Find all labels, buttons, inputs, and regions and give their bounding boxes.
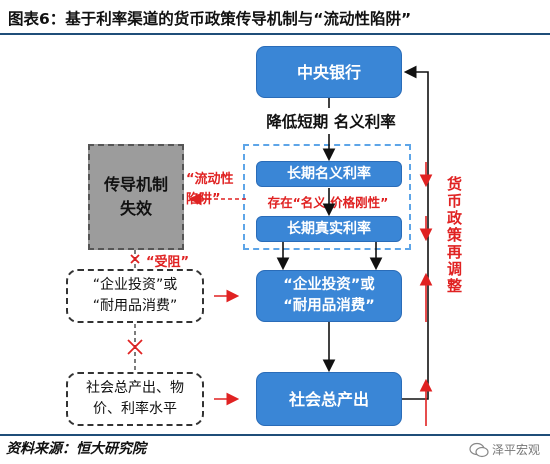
page-title: 图表6：基于利率渠道的货币政策传导机制与“流动性陷阱”	[8, 10, 412, 28]
blocked-label: “受阻”	[146, 255, 190, 270]
investment-consumption-blocked-box: “企业投资”或 “耐用品消费”	[66, 269, 204, 323]
rigidity-note: 存在“名义 价格刚性”	[267, 195, 389, 210]
source-note: 资料来源：恒大研究院	[6, 441, 146, 457]
central-bank-box: 中央银行	[256, 46, 402, 98]
long-real-rate-box: 长期真实利率	[256, 216, 402, 242]
watermark-logo: 泽平宏观	[469, 441, 540, 458]
policy-adjust-label: 货币政策再调整	[445, 176, 463, 295]
liquidity-trap-label: “流动性 陷阱”	[186, 172, 234, 207]
wechat-icon	[469, 442, 489, 457]
rate-cut-label: 降低短期 名义利率	[266, 113, 396, 131]
transmission-failure-box: 传导机制 失效	[88, 144, 184, 250]
blocked-x-mark-lower	[127, 339, 143, 355]
long-nominal-rate-box: 长期名义利率	[256, 161, 402, 187]
title-divider	[0, 33, 550, 35]
blocked-x-mark-upper	[130, 254, 140, 264]
investment-consumption-blocked-label: “企业投资”或 “耐用品消费”	[92, 277, 178, 314]
aggregate-output-label: 社会总产出	[288, 389, 369, 409]
long-real-rate-label: 长期真实利率	[287, 220, 371, 237]
aggregate-output-box: 社会总产出	[256, 372, 402, 426]
long-nominal-rate-label: 长期名义利率	[287, 165, 371, 182]
central-bank-label: 中央银行	[296, 62, 361, 82]
output-price-rate-box: 社会总产出、物 价、利率水平	[66, 372, 204, 426]
investment-consumption-box: “企业投资”或 “耐用品消费”	[256, 270, 402, 322]
output-price-rate-label: 社会总产出、物 价、利率水平	[86, 380, 184, 417]
footer-divider	[0, 434, 550, 436]
investment-consumption-label: “企业投资”或 “耐用品消费”	[283, 277, 375, 314]
watermark-text: 泽平宏观	[491, 443, 540, 457]
transmission-failure-label: 传导机制 失效	[103, 175, 168, 218]
